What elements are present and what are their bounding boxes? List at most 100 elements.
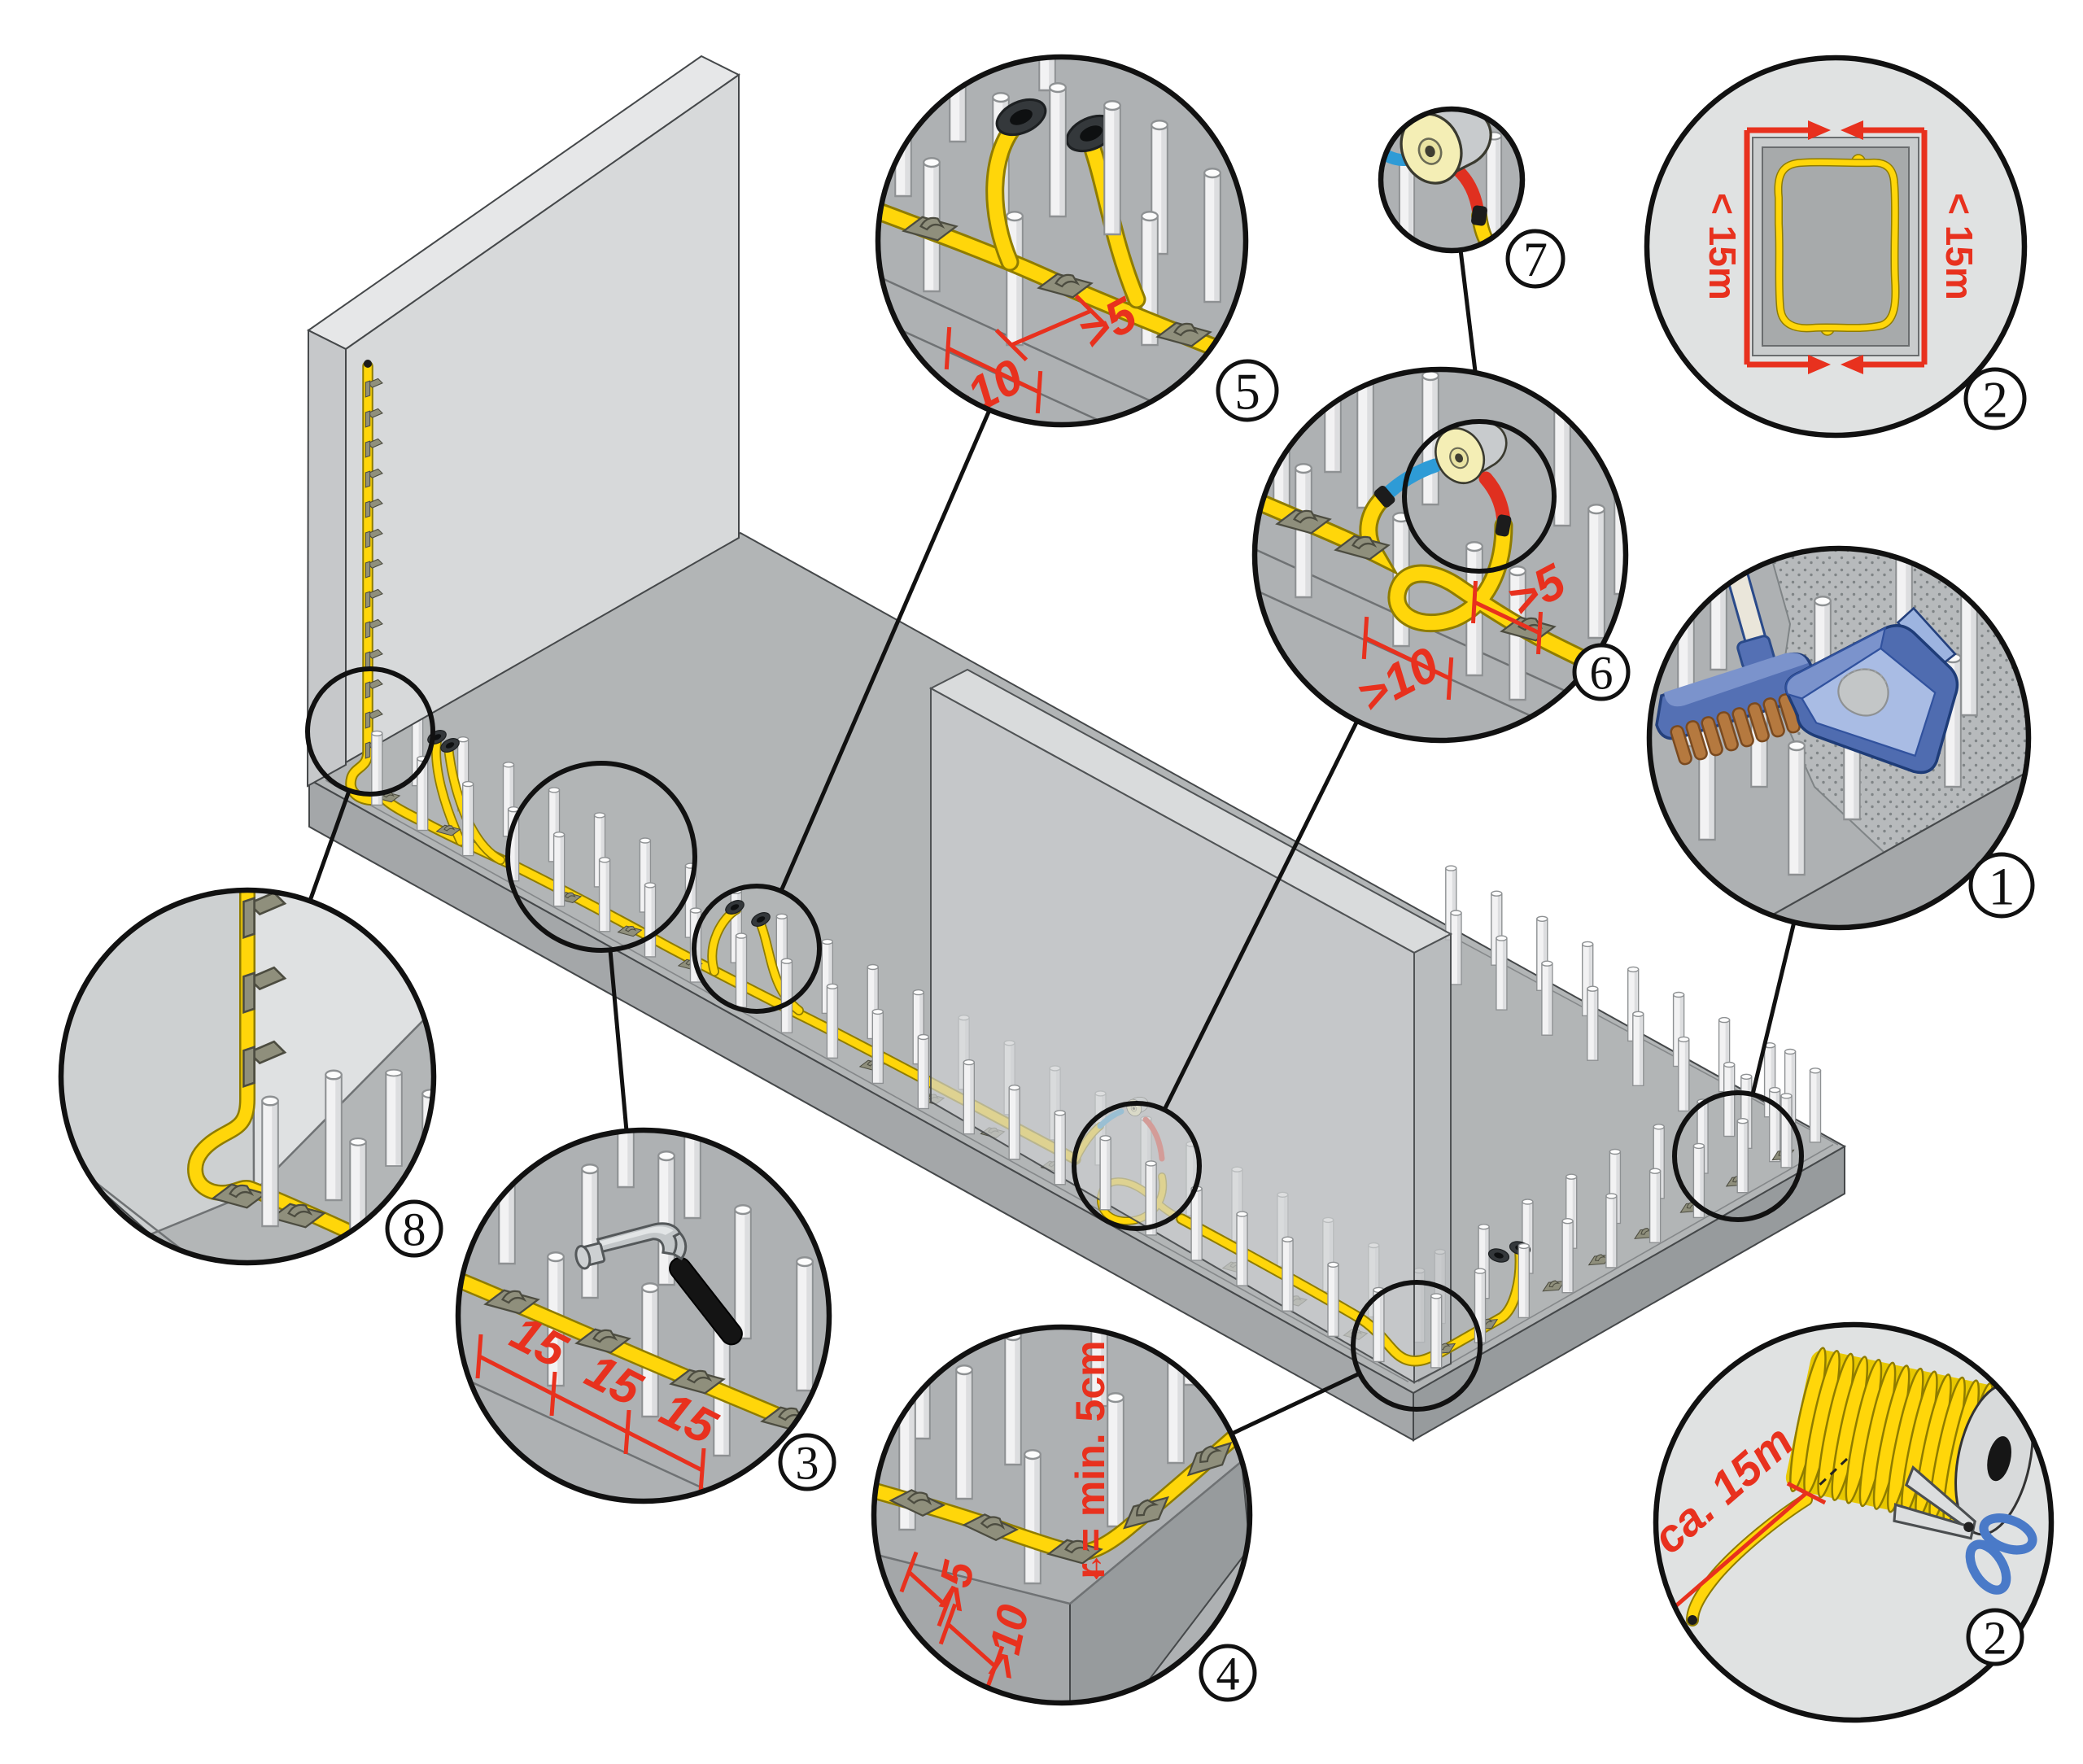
broom (1655, 550, 1818, 766)
callout-2b-ring (1653, 1321, 2055, 1723)
dowel-pin (261, 1095, 279, 1228)
dowel-pin (826, 983, 839, 1059)
step-label-2b: 2 (1966, 1608, 2024, 1666)
dim-line (1364, 635, 1452, 681)
left-wall-end (306, 329, 347, 788)
dowel-pin (640, 1282, 660, 1418)
cable-tip (1688, 1615, 1697, 1625)
step-number: 7 (1523, 233, 1548, 286)
dim-line (1660, 1491, 1808, 1620)
callout-8-ring (58, 887, 437, 1266)
dowel-pin (385, 1068, 403, 1168)
dowel-pin (1099, 1135, 1111, 1211)
ring-coupler (1072, 1101, 1202, 1231)
dowel-pin (1236, 1211, 1248, 1286)
dowel-pin (1037, 59, 1057, 92)
dim-line (946, 1622, 997, 1668)
dowel-pin (462, 780, 474, 857)
broom-bristle (1716, 711, 1739, 752)
dowel-pin (1787, 740, 1806, 876)
dim-text: r = min. 5cm (1068, 1340, 1113, 1578)
step-label-circle (1572, 643, 1631, 701)
callout-2a-ring (1644, 55, 2028, 439)
dim-tick (1786, 1481, 1827, 1505)
dowel-pin (644, 882, 657, 958)
hammer-claw (671, 1231, 688, 1261)
dowel-pin (325, 1069, 343, 1202)
scissors (1893, 1465, 2037, 1595)
dim-line (1473, 600, 1541, 635)
left-wall-front (345, 73, 740, 764)
step-label-6: 6 (1572, 643, 1631, 701)
dim-tick (1035, 370, 1043, 414)
connector-6 (1162, 718, 1360, 1111)
cable-floor-right (1177, 1215, 1525, 1365)
callout-8 (58, 887, 437, 1266)
ring-cable-ends (692, 884, 822, 1014)
edge-line (880, 317, 1244, 423)
scissor-blade (1893, 1503, 1975, 1540)
dowel-pin (1327, 1261, 1339, 1338)
hammer-head-top (600, 1226, 674, 1247)
step-label-4: 4 (1199, 1644, 1257, 1702)
dowel-pin (1632, 1011, 1644, 1087)
callout-4: >5>10r = min. 5cm↔ (871, 1324, 1253, 1706)
callout-6: >5>10 (1251, 366, 1629, 744)
callout-5: >5>10 (875, 54, 1249, 428)
hammer-face (574, 1245, 592, 1270)
dowel-pin (580, 1163, 600, 1299)
hammer-parts (574, 1222, 743, 1346)
broom-head-top (1664, 653, 1808, 707)
dim-line (478, 1354, 704, 1473)
dim-text: < 15m (1701, 193, 1744, 300)
step-label-circle (1966, 1608, 2024, 1666)
dowel-pin (912, 1329, 932, 1440)
dowel-pin (948, 59, 967, 143)
callout-3-ring (455, 1127, 832, 1504)
dowel-pin (1103, 99, 1122, 236)
step-number: 2 (1982, 371, 2008, 428)
step-label-circle (1199, 1644, 1257, 1702)
broom-bristle (1670, 725, 1692, 766)
dowel-pin (735, 932, 748, 1008)
dowel-pin (1517, 1242, 1531, 1319)
dowel-pin (1166, 1329, 1186, 1465)
dowel-pin (552, 831, 566, 907)
dowel-pin (1561, 1217, 1574, 1294)
dowel-pin (1054, 1110, 1066, 1185)
ring-bare-dowels (1672, 1090, 1804, 1222)
dowel-pin (1203, 167, 1222, 303)
step-label-circle (1505, 229, 1566, 289)
dim-tick (1361, 616, 1369, 660)
dowel-pin (1282, 1236, 1294, 1312)
slab-edge-line-right (1417, 1144, 1834, 1382)
step-label-circle (1968, 852, 2035, 919)
step-label-1: 1 (1968, 852, 2035, 919)
callout-1 (1646, 545, 2032, 931)
broom-bristle (1747, 702, 1770, 743)
dowel-pin (598, 857, 611, 932)
ring-coupler-zoom (1402, 419, 1557, 574)
dowel-pin (1736, 1117, 1749, 1194)
ring-wall-corner (305, 666, 435, 797)
dowel-pin (963, 1059, 976, 1135)
connector-4 (1230, 1371, 1361, 1436)
connector-8 (308, 790, 352, 902)
dowel-pin (795, 1255, 814, 1392)
dowel-pin (1709, 550, 1728, 671)
broom-bristle (1701, 716, 1723, 757)
dim-tick (1446, 657, 1454, 701)
step-number: 3 (796, 1436, 819, 1489)
step-label-circle (385, 1199, 443, 1258)
dim-text: ↔ (1071, 1551, 1111, 1587)
hammer-handle (669, 1256, 743, 1346)
step-label-2a: 2 (1963, 367, 2027, 430)
hammer (574, 1222, 743, 1346)
shrink-band (1471, 205, 1487, 226)
connector-3 (608, 950, 629, 1132)
dim-tick (1074, 294, 1108, 328)
step-number: 4 (1216, 1647, 1240, 1700)
dim-tick (937, 1585, 956, 1627)
